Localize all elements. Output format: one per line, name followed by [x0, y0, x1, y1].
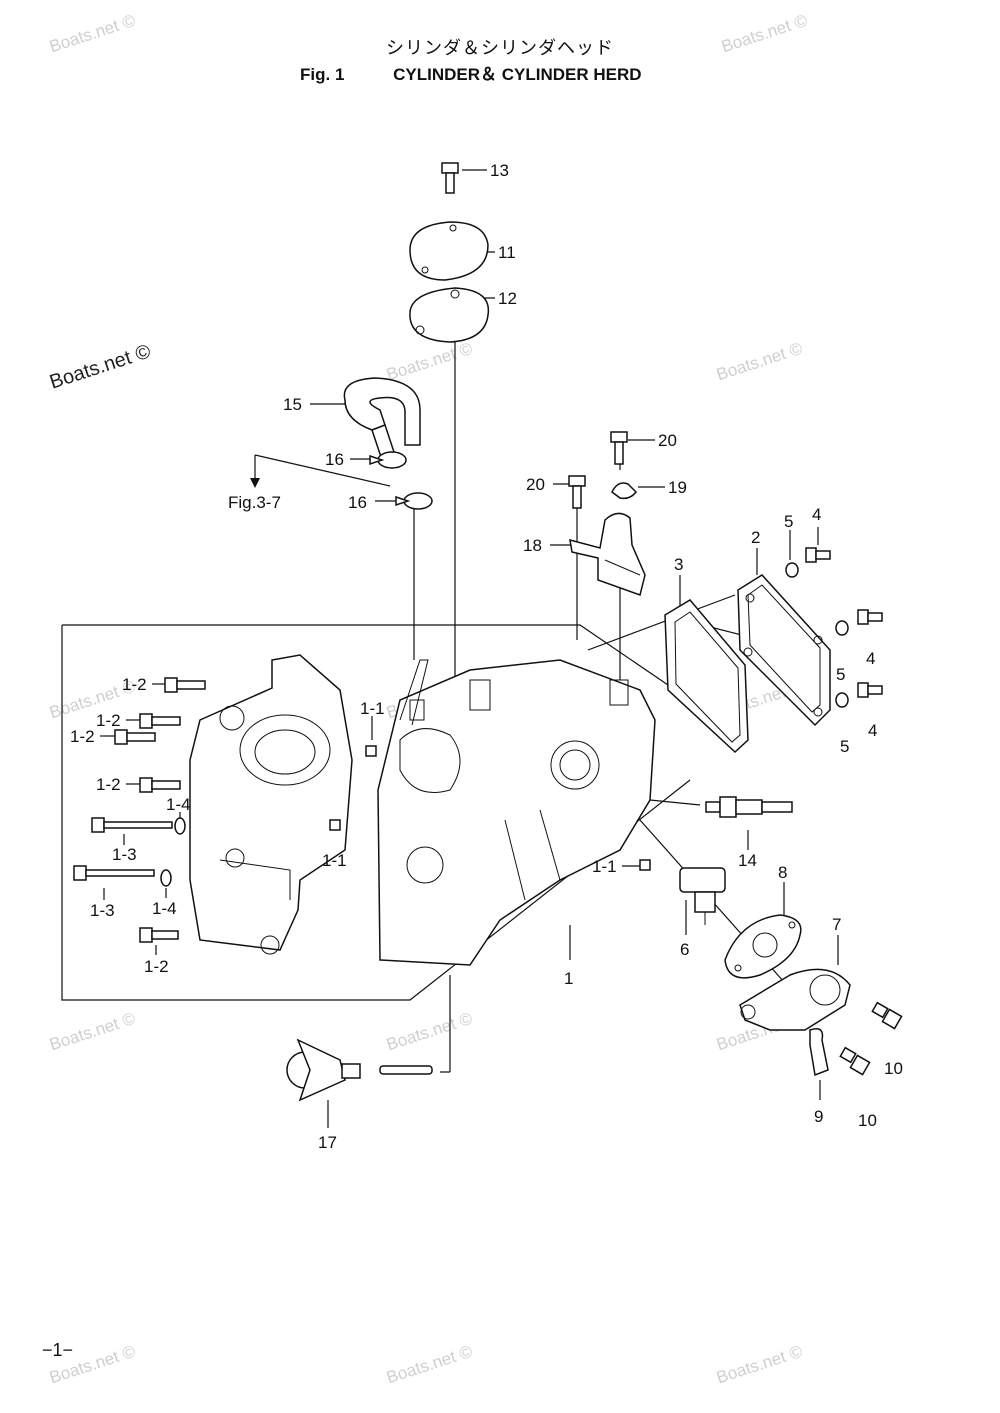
thermostat-gasket-8	[724, 914, 802, 979]
callout-label: 14	[738, 851, 757, 870]
hose-clip-9	[809, 1028, 829, 1077]
bolt-10	[871, 1001, 903, 1030]
callout-label: 10	[884, 1059, 903, 1078]
callout-label: 1-4	[152, 899, 177, 918]
callout-label: 4	[812, 505, 821, 524]
hose-15	[343, 377, 421, 461]
crankcase-half-left	[189, 654, 353, 955]
callout-label: 12	[498, 289, 517, 308]
callout-label: 1-2	[122, 675, 147, 694]
callout-labels: 13 11 12 15 16 16 20 20 19 18 3 2 5 4 5 …	[70, 161, 903, 1152]
callout-label: 1-1	[322, 851, 347, 870]
figure-reference: Fig.3-7	[228, 493, 281, 512]
washer-5	[835, 692, 849, 708]
callout-label: 5	[836, 665, 845, 684]
callout-label: 1-3	[90, 901, 115, 920]
bracket-18	[569, 512, 646, 596]
water-pump-gear-17	[286, 1038, 433, 1102]
clip-19	[611, 482, 637, 500]
cylinder-head-cover-2	[737, 574, 831, 727]
washer-5	[785, 562, 799, 578]
diagram-title-english: CYLINDER＆ CYLINDER HERD	[393, 65, 642, 84]
callout-label: 3	[674, 555, 683, 574]
bolt-20	[568, 475, 586, 509]
callout-label: 13	[490, 161, 509, 180]
bolt-10	[839, 1046, 871, 1076]
callout-label: 16	[348, 493, 367, 512]
callout-label: 11	[498, 243, 516, 262]
diagram-title-japanese: シリンダ＆シリンダヘッド	[386, 38, 614, 59]
spark-plug-14	[705, 796, 793, 818]
bolt-1-2	[139, 777, 181, 793]
callout-label: 7	[832, 915, 841, 934]
figure-number: Fig. 1	[300, 65, 345, 84]
callout-label: 5	[840, 737, 849, 756]
callout-label: 4	[868, 721, 877, 740]
bolt-4	[857, 609, 883, 625]
washer-5	[835, 620, 849, 636]
callout-label: 20	[658, 431, 677, 450]
callout-label: 6	[680, 940, 689, 959]
dowel-pin-1-1	[639, 859, 651, 871]
callout-label: 1-4	[166, 795, 191, 814]
bolt-13	[441, 162, 459, 194]
bolt-1-2	[164, 677, 206, 693]
callout-label: 1-2	[96, 711, 121, 730]
callout-label: 19	[668, 478, 687, 497]
callout-label: 10	[858, 1111, 877, 1130]
assembly-outline	[61, 624, 691, 1001]
callout-label: 15	[283, 395, 302, 414]
callout-label: 1	[564, 969, 573, 988]
dowel-pin-1-1	[365, 745, 377, 757]
bolt-1-3	[91, 817, 173, 833]
callout-label: 1-1	[360, 699, 385, 718]
diagram-title: Fig. 1 CYLINDER＆ CYLINDER HERD	[300, 60, 642, 85]
bolt-1-2	[139, 713, 181, 729]
page-number: −1−	[42, 1340, 74, 1360]
bolt-4	[857, 682, 883, 698]
callout-label: 1-2	[144, 957, 169, 976]
cylinder-block-1	[377, 659, 656, 966]
hose-clip-16	[395, 492, 433, 510]
hose-clip-16	[369, 451, 407, 469]
callout-label: 17	[318, 1133, 337, 1152]
callout-label: 9	[814, 1107, 823, 1126]
callout-label: 16	[325, 450, 344, 469]
bolt-1-2	[139, 927, 179, 943]
washer-1-4	[160, 869, 172, 887]
bolt-20	[610, 431, 628, 465]
bolt-1-3	[73, 865, 155, 881]
thermostat-cover-7	[739, 968, 851, 1031]
callout-label: 20	[526, 475, 545, 494]
callout-label: 5	[784, 512, 793, 531]
cover-plate-11	[409, 221, 489, 281]
washer-1-4	[174, 817, 186, 835]
callout-label: 4	[866, 649, 875, 668]
gasket-12	[409, 287, 490, 343]
bolt-1-2	[114, 729, 156, 745]
callout-label: 1-2	[70, 727, 95, 746]
callout-label: 1-1	[592, 857, 617, 876]
callout-label: 2	[751, 528, 760, 547]
callout-label: 18	[523, 536, 542, 555]
thermostat-6	[679, 867, 726, 925]
callout-label: 8	[778, 863, 787, 882]
dowel-pin-1-1	[329, 819, 341, 831]
bolt-4	[805, 547, 831, 563]
head-cover-gasket-3	[664, 599, 749, 754]
callout-label: 1-2	[96, 775, 121, 794]
callout-label: 1-3	[112, 845, 137, 864]
